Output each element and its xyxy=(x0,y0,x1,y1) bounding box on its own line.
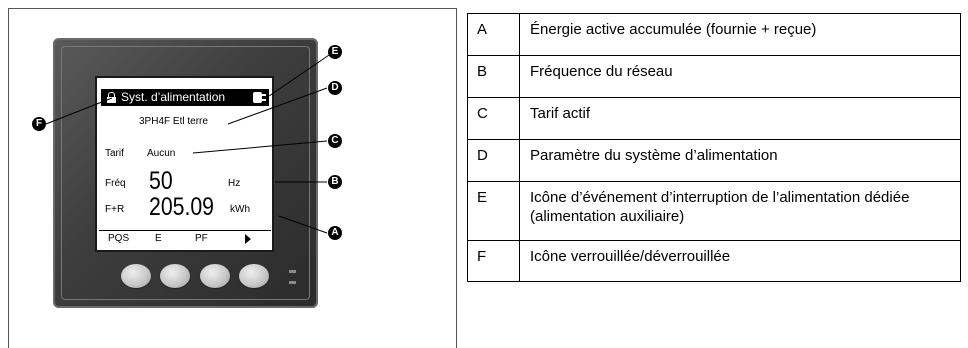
callout-a: A xyxy=(328,226,342,240)
legend-key: C xyxy=(467,97,520,140)
legend-key: E xyxy=(467,181,520,241)
energy-label: F+R xyxy=(105,204,125,215)
legend-row: E Icône d’événement d’interruption de l’… xyxy=(467,181,961,241)
softkey-e[interactable]: E xyxy=(155,233,162,244)
legend-description: Paramètre du système d’alimentation xyxy=(519,139,961,182)
legend-row: A Énergie active accumulée (fournie + re… xyxy=(467,13,961,56)
callout-b: B xyxy=(328,175,342,189)
meter-button-2[interactable] xyxy=(160,264,190,288)
legend-row: C Tarif actif xyxy=(467,97,961,140)
freq-value: 50 xyxy=(149,167,173,195)
screen-title: Syst. d’alimentation xyxy=(121,90,226,104)
legend-key: F xyxy=(467,240,520,282)
freq-label: Fréq xyxy=(105,178,126,189)
callout-f: F xyxy=(32,117,46,131)
indicator-led-top xyxy=(289,270,296,273)
bezel-inner-edge xyxy=(61,46,310,300)
figure-frame xyxy=(8,8,457,348)
callout-d: D xyxy=(328,81,342,95)
legend-description: Icône d’événement d’interruption de l’al… xyxy=(519,181,961,241)
legend-table: A Énergie active accumulée (fournie + re… xyxy=(467,13,961,282)
energy-unit: kWh xyxy=(230,204,250,215)
legend-row: B Fréquence du réseau xyxy=(467,55,961,98)
meter-button-4[interactable] xyxy=(239,264,269,288)
legend-row: D Paramètre du système d’alimentation xyxy=(467,139,961,182)
legend-description: Tarif actif xyxy=(519,97,961,140)
lcd-screen: Syst. d’alimentation 3PH4F Etl terre Tar… xyxy=(95,76,274,252)
freq-unit: Hz xyxy=(228,178,241,189)
legend-key: B xyxy=(467,55,520,98)
softkey-pf[interactable]: PF xyxy=(195,233,208,244)
legend-description: Icône verrouillée/déverrouillée xyxy=(519,240,961,282)
meter-button-1[interactable] xyxy=(121,264,151,288)
lock-icon xyxy=(107,92,116,103)
energy-value: 205.09 xyxy=(149,193,214,221)
legend-key: A xyxy=(467,13,520,56)
legend-key: D xyxy=(467,139,520,182)
right-arrow-icon[interactable] xyxy=(245,234,251,244)
legend-row: F Icône verrouillée/déverrouillée xyxy=(467,240,961,282)
legend-description: Énergie active accumulée (fournie + reçu… xyxy=(519,13,961,56)
legend-description: Fréquence du réseau xyxy=(519,55,961,98)
callout-e: E xyxy=(328,45,342,59)
callout-c: C xyxy=(328,134,342,148)
tarif-value: Aucun xyxy=(147,148,176,159)
meter-button-3[interactable] xyxy=(200,264,230,288)
softkey-pqs[interactable]: PQS xyxy=(108,233,130,244)
softkey-divider xyxy=(99,230,271,231)
tarif-label: Tarif xyxy=(105,148,124,159)
lcd-header-bar: Syst. d’alimentation xyxy=(101,89,269,106)
system-type-value: 3PH4F Etl terre xyxy=(139,116,208,127)
power-plug-icon xyxy=(251,90,266,105)
indicator-led-bottom xyxy=(289,281,296,284)
